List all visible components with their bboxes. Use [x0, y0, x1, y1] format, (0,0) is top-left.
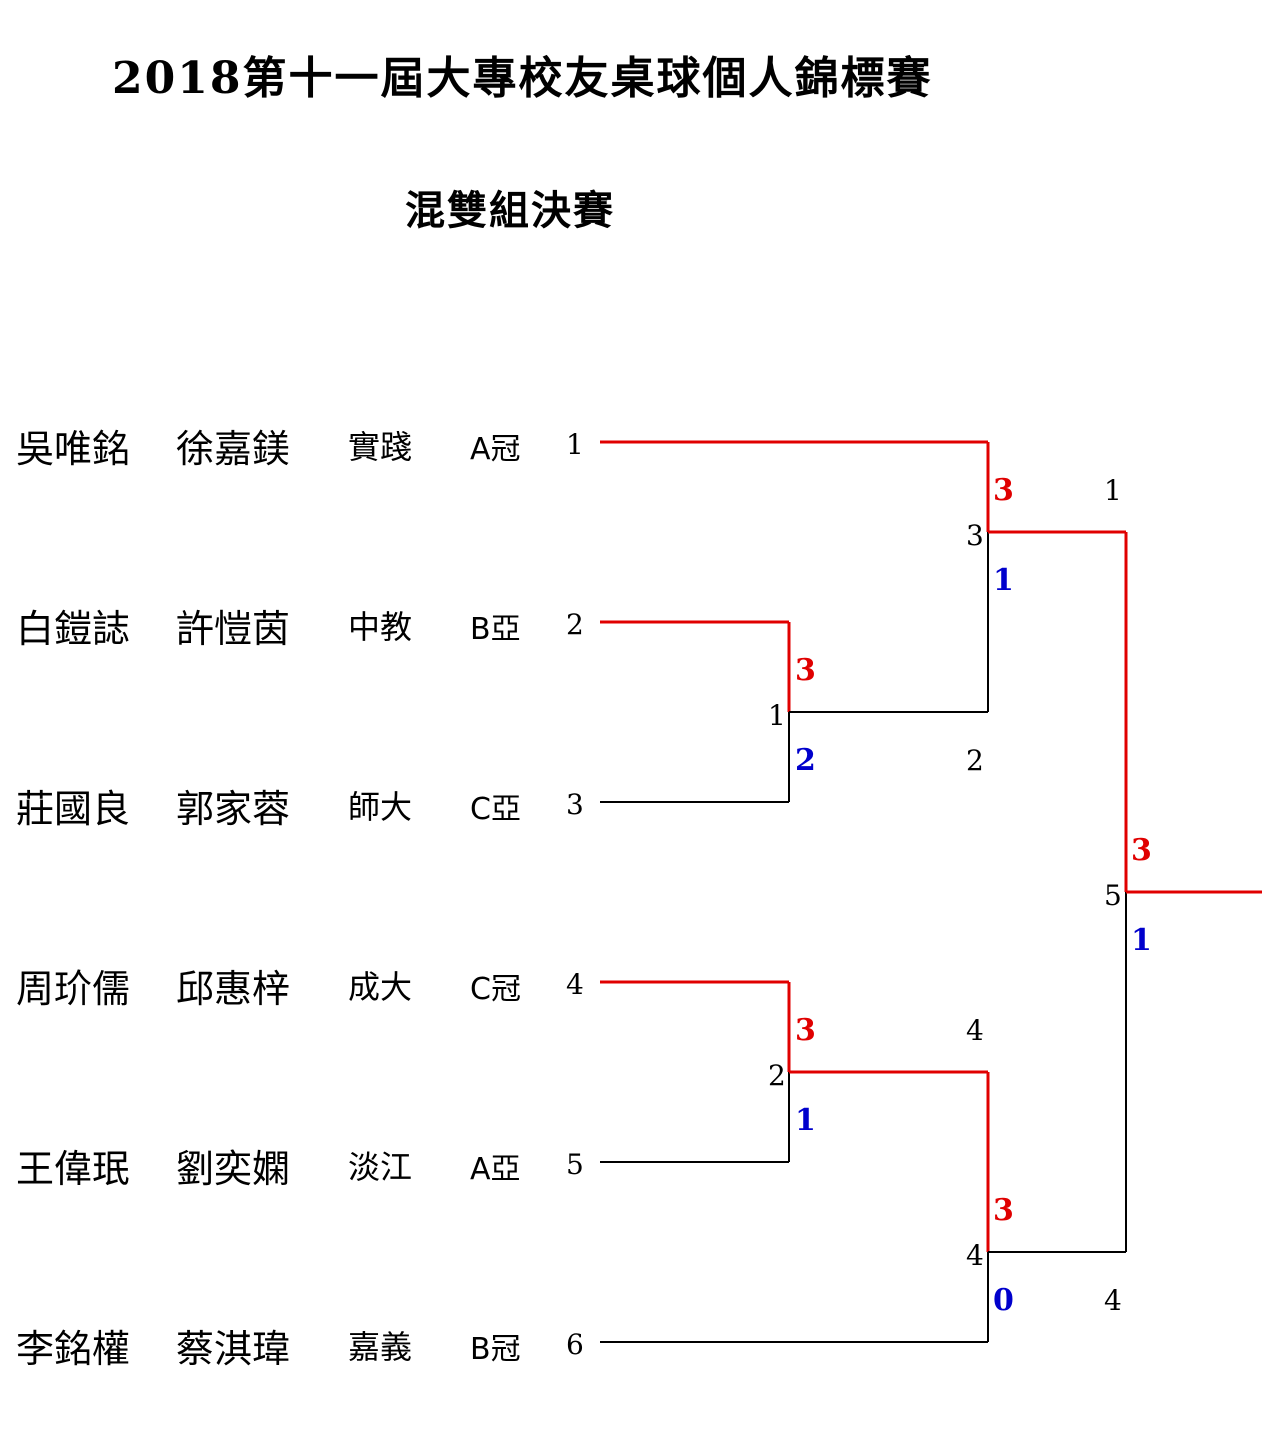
match-number: 3: [966, 519, 984, 552]
match-number: 2: [768, 1059, 786, 1092]
player2-name: 劉奕嫻: [176, 1147, 291, 1191]
player2-name: 許愷茵: [176, 607, 291, 651]
player2-name: 邱惠梓: [176, 967, 291, 1011]
entry-row: 李銘權 蔡淇瑋 嘉義 B冠 6: [0, 1318, 600, 1371]
top-score: 3: [993, 473, 1014, 508]
school-name: 成大: [348, 968, 413, 1006]
player2-name: 郭家蓉: [176, 787, 291, 831]
school-name: 實踐: [348, 428, 413, 466]
top-score: 3: [993, 1193, 1014, 1228]
school-name: 嘉義: [348, 1328, 413, 1366]
school-name: 淡江: [348, 1148, 413, 1186]
group-rank: B亞: [470, 612, 521, 647]
group-rank: C冠: [470, 972, 521, 1007]
player1-name: 莊國良: [16, 787, 131, 831]
player2-name: 蔡淇瑋: [176, 1327, 291, 1371]
player1-name: 周玠儒: [16, 967, 131, 1011]
entry-row: 吳唯銘 徐嘉鎂 實踐 A冠 1: [0, 418, 600, 471]
group-rank: A亞: [470, 1152, 521, 1187]
match-number: 5: [1104, 879, 1122, 912]
seed-number: 2: [566, 608, 584, 641]
page-subtitle: 混雙組決賽: [405, 187, 615, 234]
bottom-score: 1: [795, 1103, 816, 1138]
group-rank: C亞: [470, 792, 521, 827]
match-number: 1: [768, 699, 786, 732]
entry-row: 周玠儒 邱惠梓 成大 C冠 4: [0, 958, 600, 1011]
bottom-score: 1: [993, 563, 1014, 598]
match-number: 4: [966, 1239, 984, 1272]
bottom-score: 1: [1131, 923, 1152, 958]
top-score: 3: [795, 1013, 816, 1048]
player2-name: 徐嘉鎂: [176, 427, 291, 471]
top-score: 3: [1131, 833, 1152, 868]
seed-number: 3: [566, 788, 584, 821]
entry-row: 莊國良 郭家蓉 師大 C亞 3: [0, 778, 600, 831]
seed-number: 4: [566, 968, 584, 1001]
bottom-score: 0: [993, 1283, 1014, 1318]
entry-row: 王偉珉 劉奕嫻 淡江 A亞 5: [0, 1138, 600, 1191]
bottom-score: 2: [795, 743, 816, 778]
player1-name: 吳唯銘: [16, 427, 131, 471]
top-score: 3: [795, 653, 816, 688]
player1-name: 白鎧誌: [16, 607, 131, 651]
page-title: 2018第十一屆大專校友桌球個人錦標賽: [112, 53, 933, 104]
seed-number: 1: [566, 428, 584, 461]
group-rank: B冠: [470, 1332, 521, 1367]
seed-number: 6: [566, 1328, 584, 1361]
entry-row: 白鎧誌 許愷茵 中教 B亞 2: [0, 598, 600, 651]
advancing-seed-label: 4: [1104, 1284, 1122, 1317]
school-name: 中教: [348, 608, 413, 646]
advancing-seed-label: 4: [966, 1014, 984, 1047]
school-name: 師大: [348, 788, 413, 826]
advancing-seed-label: 1: [1104, 474, 1122, 507]
seed-number: 5: [566, 1148, 584, 1181]
group-rank: A冠: [470, 432, 521, 467]
player1-name: 王偉珉: [16, 1147, 131, 1191]
advancing-seed-label: 2: [966, 744, 984, 777]
player1-name: 李銘權: [16, 1327, 131, 1371]
